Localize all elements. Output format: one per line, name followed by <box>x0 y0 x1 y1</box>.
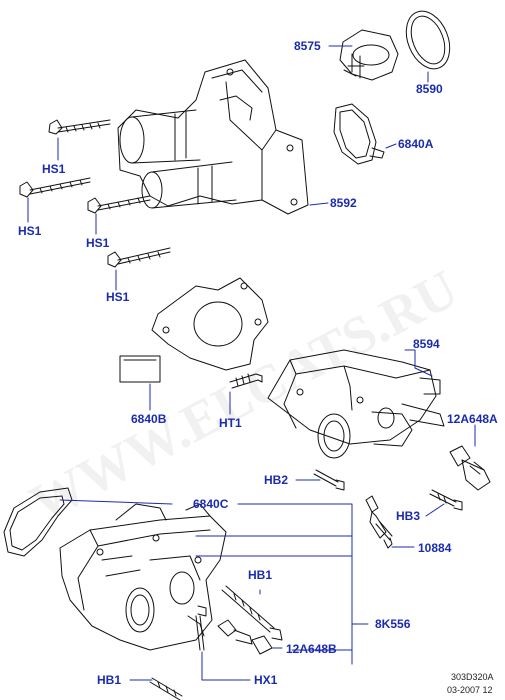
thermostat-housing-8592[interactable] <box>117 59 309 215</box>
label-6840C[interactable]: 6840C <box>193 497 229 511</box>
gasket-6840B[interactable] <box>119 277 269 383</box>
label-6840A[interactable]: 6840A <box>398 137 434 151</box>
sensor-10884[interactable] <box>365 495 393 549</box>
bolt-HB3[interactable] <box>429 489 463 511</box>
label-HX1[interactable]: HX1 <box>254 673 278 687</box>
label-10884[interactable]: 10884 <box>418 541 452 555</box>
leader-lines <box>27 45 476 681</box>
label-8594[interactable]: 8594 <box>413 337 440 351</box>
label-HB2[interactable]: HB2 <box>264 473 289 487</box>
bolt-hs1-d[interactable] <box>107 247 171 268</box>
seal-8590[interactable] <box>398 5 458 76</box>
label-hs1-a[interactable]: HS1 <box>42 162 66 176</box>
label-HB1-lower[interactable]: HB1 <box>97 673 122 687</box>
bolt-HB1-lower[interactable] <box>149 677 183 700</box>
label-hs1-c[interactable]: HS1 <box>86 236 110 250</box>
label-HT1[interactable]: HT1 <box>219 416 242 430</box>
bolt-hs1-b[interactable] <box>19 177 91 198</box>
gasket-6840C[interactable] <box>3 487 73 557</box>
label-8575[interactable]: 8575 <box>294 39 321 53</box>
label-8K556[interactable]: 8K556 <box>375 617 411 631</box>
bolt-HX1[interactable] <box>195 605 207 651</box>
bolt-hs1-a[interactable] <box>48 119 111 135</box>
label-8592[interactable]: 8592 <box>330 196 357 210</box>
label-hs1-b[interactable]: HS1 <box>18 224 42 238</box>
bolt-HB2[interactable] <box>313 469 345 491</box>
thermostat-8575[interactable] <box>339 29 399 81</box>
drawing-code: 303D320A <box>451 672 494 682</box>
bolt-HB1-upper[interactable] <box>221 585 283 641</box>
label-HB3[interactable]: HB3 <box>396 509 421 523</box>
label-12A648B[interactable]: 12A648B <box>286 642 337 656</box>
label-hs1-d[interactable]: HS1 <box>106 290 130 304</box>
label-HB1-upper[interactable]: HB1 <box>248 568 273 582</box>
gasket-6840A[interactable] <box>333 103 385 165</box>
thermostat-housing-8K556[interactable] <box>59 503 227 651</box>
sensor-12A648B[interactable] <box>217 619 273 655</box>
label-6840B[interactable]: 6840B <box>131 412 167 426</box>
sensor-12A648A[interactable] <box>449 445 491 491</box>
bolt-hs1-c[interactable] <box>87 195 151 214</box>
water-outlet-8594[interactable] <box>267 349 445 459</box>
stud-HT1[interactable] <box>229 373 263 389</box>
label-12A648A[interactable]: 12A648A <box>447 412 498 426</box>
label-8590[interactable]: 8590 <box>416 82 443 96</box>
drawing-date: 03-2007 12 <box>447 685 493 695</box>
